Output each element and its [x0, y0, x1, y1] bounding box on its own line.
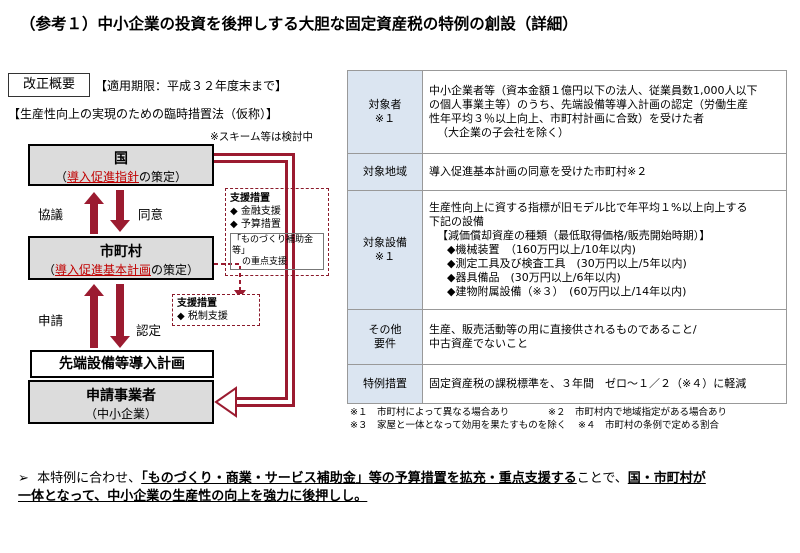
cell-line: 中古資産でないこと — [429, 337, 528, 350]
row-header: 特例措置 — [347, 364, 423, 404]
support-title: 支援措置 — [230, 193, 270, 204]
row-header: 対象設備 — [363, 236, 407, 249]
support-item-tax: ◆ 税制支援 — [177, 311, 228, 322]
arrow-down-nintei — [110, 284, 130, 348]
table-row-target: 対象者※１ 中小企業者等（資本金額１億円以下の法人、従業員数1,000人以下 の… — [347, 70, 787, 154]
row-header: その他 — [368, 323, 402, 336]
paren-open: （ — [42, 263, 55, 277]
municipality-box: 市町村 （導入促進基本計画の策定） — [28, 236, 214, 280]
cell-line: 【減価償却資産の種類（最低取得価格/販売開始時期）】 — [437, 229, 711, 242]
support-item-budget: ◆ 予算措置 — [230, 219, 281, 230]
applicant-sub: （中小企業） — [84, 407, 157, 421]
applicant-box: 申請事業者 （中小企業） — [28, 380, 214, 424]
arrow-up-shinsei — [84, 284, 104, 348]
summary-emphasis: 国・市町村が — [627, 471, 706, 486]
label-shinsei: 申請 — [38, 313, 64, 328]
list-item: ◆器具備品 (30万円以上/6年以内) — [447, 271, 621, 284]
summary-part: 本特例に合わせ、 — [37, 471, 142, 486]
row-header: 対象者 — [368, 98, 402, 111]
support-item-finance: ◆ 金融支援 — [230, 206, 281, 217]
cell-line: 下記の設備 — [429, 215, 484, 228]
support-title: 支援措置 — [177, 298, 217, 309]
row-header-note: ※１ — [374, 112, 396, 125]
support-box-tax: 支援措置 ◆ 税制支援 — [172, 294, 260, 326]
advanced-equipment-plan: 先端設備等導入計画 — [30, 350, 214, 378]
summary-text: ➢ 本特例に合わせ、「ものづくり・商業・サービス補助金」等の予算措置を拡充・重点… — [18, 470, 793, 506]
applicant-name: 申請事業者 — [86, 388, 156, 404]
cell-line: 生産性向上に資する指標が旧モデル比で年平均１%以上向上する — [429, 201, 748, 214]
label-kyogi: 協議 — [38, 207, 64, 222]
municipality-name: 市町村 — [100, 244, 142, 260]
list-item: ◆建物附属設備（※３） (60万円以上/14年以内) — [447, 285, 687, 298]
arrow-up-kyogi — [84, 192, 104, 234]
row-header-note: ※１ — [374, 250, 396, 263]
country-name: 国 — [114, 151, 128, 167]
summary-emphasis: 一体となって、中小企業の生産性の向上を強力に後押しし。 — [18, 489, 368, 504]
scheme-note: ※スキーム等は検討中 — [210, 131, 313, 143]
row-header: 対象地域 — [347, 153, 423, 191]
subsidy-line1: 「ものづくり補助金等」 — [232, 235, 314, 256]
paren-open: （ — [54, 170, 67, 184]
details-table: 対象者※１ 中小企業者等（資本金額１億円以下の法人、従業員数1,000人以下 の… — [347, 70, 787, 404]
cell-line: の個人事業主等）のうち、先端設備等導入計画の認定（労働生産 — [429, 98, 748, 111]
page-title: （参考１）中小企業の投資を後押しする大胆な固定資産税の特例の創設（詳細） — [20, 15, 578, 33]
cell-line: 性年平均３％以上向上、市町村計画に合致）を受けた者 — [429, 112, 704, 125]
table-row-equipment: 対象設備※１ 生産性向上に資する指標が旧モデル比で年平均１%以上向上する 下記の… — [347, 190, 787, 310]
table-row-region: 対象地域 導入促進基本計画の同意を受けた市町村※２ — [347, 153, 787, 191]
arrow-down-doi — [110, 190, 130, 232]
application-period: 【適用期限：平成３２年度末まで】 — [95, 79, 288, 93]
cell-line: 固定資産税の課税標準を、３年間 ゼロ～１／２（※４）に軽減 — [422, 364, 787, 404]
cell-line: 導入促進基本計画の同意を受けた市町村※２ — [422, 153, 787, 191]
row-header-note: 要件 — [374, 337, 396, 350]
subsidy-line2: の重点支援 — [242, 257, 288, 267]
table-row-measure: 特例措置 固定資産税の課税標準を、３年間 ゼロ～１／２（※４）に軽減 — [347, 364, 787, 404]
country-box-suffix: の策定） — [139, 170, 188, 184]
note-2: ※２ 市町村内で地域指定がある場合あり — [548, 407, 727, 418]
list-item: ◆機械装置 （160万円以上/10年以内) — [447, 243, 636, 256]
list-item: ◆測定工具及び検査工具 (30万円以上/5年以内) — [447, 257, 687, 270]
guideline-link-text: 導入促進指針 — [66, 170, 139, 184]
cell-line: （大企業の子会社を除く） — [437, 126, 569, 139]
country-box: 国 （導入促進指針の策定） — [28, 144, 214, 186]
cell-line: 生産、販売活動等の用に直接供されるものであること/ — [429, 323, 697, 336]
label-nintei: 認定 — [136, 323, 162, 338]
cell-line: 中小企業者等（資本金額１億円以下の法人、従業員数1,000人以下 — [429, 84, 758, 97]
support-box-budget: 支援措置 ◆ 金融支援 ◆ 予算措置 「ものづくり補助金等」の重点支援 — [225, 188, 329, 276]
bullet-icon: ➢ — [18, 471, 29, 486]
flow-arrows — [84, 153, 295, 418]
revision-tag: 改正概要 — [8, 73, 90, 97]
municipality-box-suffix: の策定） — [151, 263, 200, 277]
summary-part: ことで、 — [576, 471, 628, 486]
note-4: ※４ 市町村の条例で定める割合 — [578, 420, 719, 431]
law-name: 【生産性向上の実現のための臨時措置法（仮称）】 — [8, 107, 279, 121]
summary-emphasis: 「ものづくり・商業・サービス補助金」等の予算措置を拡充・重点支援する — [141, 471, 577, 486]
table-row-other: その他要件 生産、販売活動等の用に直接供されるものであること/ 中古資産でないこ… — [347, 309, 787, 365]
basic-plan-text: 導入促進基本計画 — [54, 263, 151, 277]
monozukuri-subsidy-note: 「ものづくり補助金等」の重点支援 — [230, 233, 324, 270]
note-3: ※３ 家屋と一体となって効用を果たすものを除く — [350, 420, 567, 431]
note-1: ※１ 市町村によって異なる場合あり — [350, 407, 510, 418]
label-doi: 同意 — [138, 207, 164, 222]
arrow-dashed-shi-to-applicant — [214, 263, 241, 290]
